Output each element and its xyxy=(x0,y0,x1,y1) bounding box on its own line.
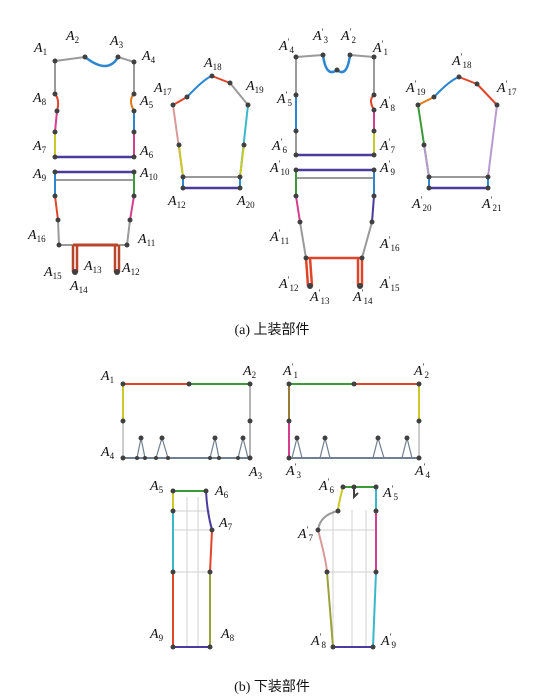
svg-text:A1: A1 xyxy=(33,41,47,57)
front-waistband-piece: A1 A2 A3 A4 xyxy=(100,364,263,481)
svg-text:A12: A12 xyxy=(167,194,186,210)
svg-text:A′1: A′1 xyxy=(372,39,388,57)
svg-text:A′4: A′4 xyxy=(414,462,431,480)
svg-text:A′14: A′14 xyxy=(352,288,373,306)
svg-text:A′21: A′21 xyxy=(481,195,502,213)
svg-text:A18: A18 xyxy=(203,56,222,72)
back-sleeve-piece: A′19 A′18 A′17 A′20 A′21 xyxy=(405,52,517,213)
svg-text:A13: A13 xyxy=(83,259,102,275)
svg-text:A7: A7 xyxy=(32,139,47,155)
front-sleeve-piece: A17 A18 A19 A12 A20 xyxy=(153,56,264,210)
svg-text:A12: A12 xyxy=(121,261,140,277)
svg-text:A′2: A′2 xyxy=(413,362,429,380)
svg-text:A4: A4 xyxy=(100,445,115,461)
svg-text:A′20: A′20 xyxy=(411,195,432,213)
svg-text:A9: A9 xyxy=(149,627,164,643)
back-bodice-piece: A′4 A′3 A′2 A′1 A′5 A′8 A′6 A′7 A′10 A′9… xyxy=(269,27,400,306)
svg-text:A20: A20 xyxy=(236,194,255,210)
svg-text:A3: A3 xyxy=(248,465,263,481)
svg-text:A11: A11 xyxy=(137,232,155,248)
svg-text:A7: A7 xyxy=(218,516,233,532)
svg-text:A9: A9 xyxy=(32,167,47,183)
svg-text:A′12: A′12 xyxy=(278,275,299,293)
svg-text:A′10: A′10 xyxy=(269,159,290,177)
svg-text:A′8: A′8 xyxy=(379,95,396,113)
svg-text:A′1: A′1 xyxy=(282,362,298,380)
svg-text:A2: A2 xyxy=(65,29,79,45)
front-bodice-piece: A1 A2 A3 A4 A5 A6 A7 A8 A9 A10 A11 A12 A… xyxy=(27,29,158,295)
svg-text:A16: A16 xyxy=(27,228,46,244)
svg-text:A3: A3 xyxy=(109,34,124,50)
svg-text:A′19: A′19 xyxy=(405,79,426,97)
svg-text:A8: A8 xyxy=(32,91,47,107)
svg-text:A15: A15 xyxy=(43,265,62,281)
svg-text:A6: A6 xyxy=(214,484,229,500)
svg-text:A′5: A′5 xyxy=(276,90,293,108)
svg-text:A′16: A′16 xyxy=(379,235,400,253)
svg-text:A′5: A′5 xyxy=(382,484,399,502)
svg-text:A5: A5 xyxy=(139,94,154,110)
svg-text:A′9: A′9 xyxy=(380,632,397,650)
caption-upper-garment: (a) 上装部件 xyxy=(234,323,310,338)
caption-lower-garment: (b) 下装部件 xyxy=(234,680,310,695)
svg-text:A′15: A′15 xyxy=(379,275,400,293)
back-waistband-piece: A′1 A′2 A′3 A′4 xyxy=(282,362,431,480)
svg-text:A′11: A′11 xyxy=(269,228,289,246)
svg-text:A14: A14 xyxy=(69,279,88,295)
svg-text:A′2: A′2 xyxy=(340,27,356,45)
svg-text:A6: A6 xyxy=(139,144,154,160)
svg-text:A8: A8 xyxy=(220,627,235,643)
svg-text:A1: A1 xyxy=(100,369,114,385)
svg-text:A′9: A′9 xyxy=(379,159,396,177)
svg-text:A17: A17 xyxy=(153,81,172,97)
svg-text:A4: A4 xyxy=(141,49,156,65)
svg-text:A5: A5 xyxy=(149,479,164,495)
svg-text:A10: A10 xyxy=(139,166,158,182)
back-trouser-piece: A′6 A′5 A′7 A′8 A′9 xyxy=(297,477,399,650)
svg-text:A′8: A′8 xyxy=(310,632,327,650)
front-trouser-piece: A5 A6 A7 A8 A9 xyxy=(149,479,235,650)
svg-text:A′7: A′7 xyxy=(379,137,396,155)
svg-text:A′7: A′7 xyxy=(297,525,314,543)
svg-text:A2: A2 xyxy=(242,364,256,380)
svg-text:A′6: A′6 xyxy=(318,477,335,495)
svg-text:A′4: A′4 xyxy=(278,37,295,55)
svg-text:A′3: A′3 xyxy=(312,27,329,45)
svg-text:A19: A19 xyxy=(245,79,264,95)
svg-text:A′18: A′18 xyxy=(451,52,472,70)
svg-text:A′6: A′6 xyxy=(271,137,288,155)
svg-text:A′13: A′13 xyxy=(309,288,330,306)
svg-text:A′3: A′3 xyxy=(285,462,302,480)
svg-text:A′17: A′17 xyxy=(496,79,517,97)
